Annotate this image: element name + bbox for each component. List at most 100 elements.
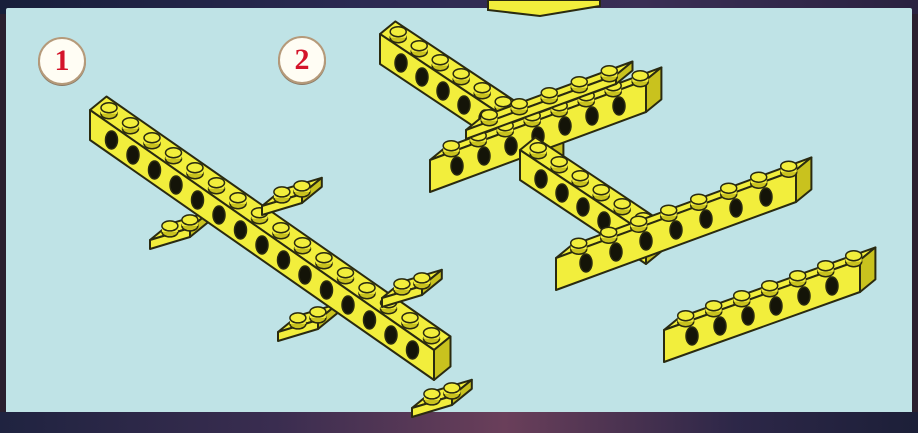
stud	[414, 273, 430, 289]
stud	[424, 389, 440, 405]
stud	[338, 268, 354, 284]
stud	[274, 187, 290, 203]
plate-lower	[382, 270, 442, 307]
pin-hole	[742, 307, 754, 325]
pin-hole	[714, 317, 726, 335]
stud	[453, 69, 469, 85]
stud	[166, 148, 182, 164]
stud	[402, 313, 418, 329]
stud	[721, 183, 737, 199]
stud	[474, 83, 490, 99]
stud	[290, 313, 306, 329]
stud	[144, 133, 160, 149]
stud	[424, 328, 440, 344]
stud	[390, 27, 406, 43]
stud	[209, 178, 225, 194]
stud	[295, 238, 311, 254]
stud	[230, 193, 246, 209]
pin-hole	[127, 146, 139, 164]
pin-hole	[730, 199, 742, 217]
stud	[530, 143, 546, 159]
pin-hole	[170, 176, 182, 194]
stud	[187, 163, 203, 179]
pin-hole	[278, 251, 290, 269]
step-2-assembly	[380, 21, 875, 362]
pin-hole	[149, 161, 161, 179]
pin-hole	[385, 326, 397, 344]
plate-middle	[278, 304, 338, 341]
stud	[443, 141, 459, 157]
pin-hole	[586, 107, 598, 125]
pin-hole	[395, 54, 407, 72]
stud	[818, 261, 834, 277]
pin-hole	[437, 82, 449, 100]
stud	[678, 311, 694, 327]
stud	[632, 71, 648, 87]
stud	[571, 238, 587, 254]
stud	[411, 41, 427, 57]
stud	[846, 251, 862, 267]
stud	[790, 271, 806, 287]
pin-hole	[700, 210, 712, 228]
pin-hole	[798, 287, 810, 305]
stud	[571, 77, 587, 93]
pin-hole	[613, 97, 625, 115]
pin-hole	[458, 96, 470, 114]
pin-hole	[640, 232, 652, 250]
pin-hole	[686, 327, 698, 345]
pin-hole	[213, 206, 225, 224]
stud	[310, 307, 326, 323]
stud	[182, 215, 198, 231]
cross-beam-3	[664, 247, 875, 362]
stud	[781, 161, 797, 177]
stud	[593, 185, 609, 201]
stud	[706, 301, 722, 317]
pin-hole	[478, 147, 490, 165]
pin-hole	[670, 221, 682, 239]
stud	[273, 223, 289, 239]
pin-hole	[342, 296, 354, 314]
long-technic-beam	[90, 97, 451, 381]
stud	[691, 194, 707, 210]
stud	[551, 157, 567, 173]
pin-hole	[559, 117, 571, 135]
pin-hole	[826, 277, 838, 295]
pin-hole	[451, 157, 463, 175]
pin-hole	[235, 221, 247, 239]
pin-hole	[610, 243, 622, 261]
stud	[101, 103, 117, 119]
stud	[601, 66, 617, 82]
pin-hole	[577, 198, 589, 216]
pin-hole	[321, 281, 333, 299]
stud	[541, 88, 557, 104]
pin-hole	[556, 184, 568, 202]
plate-upper	[262, 178, 322, 215]
pin-hole	[407, 341, 419, 359]
stud	[751, 172, 767, 188]
stud	[432, 55, 448, 71]
plate-right	[412, 380, 472, 417]
stud	[481, 110, 497, 126]
pin-hole	[505, 137, 517, 155]
pin-hole	[416, 68, 428, 86]
pin-hole	[535, 170, 547, 188]
stud	[601, 227, 617, 243]
stud	[762, 281, 778, 297]
pin-hole	[770, 297, 782, 315]
stud	[162, 221, 178, 237]
stud	[359, 283, 375, 299]
stud	[631, 216, 647, 232]
stud	[123, 118, 139, 134]
step-1-assembly	[90, 97, 472, 418]
pin-hole	[364, 311, 376, 329]
stud	[614, 199, 630, 215]
pin-hole	[192, 191, 204, 209]
top-cropped-brick	[488, 0, 600, 16]
stud	[734, 291, 750, 307]
stud	[511, 99, 527, 115]
stud	[316, 253, 332, 269]
pin-hole	[256, 236, 268, 254]
stud	[294, 181, 310, 197]
stud	[661, 205, 677, 221]
